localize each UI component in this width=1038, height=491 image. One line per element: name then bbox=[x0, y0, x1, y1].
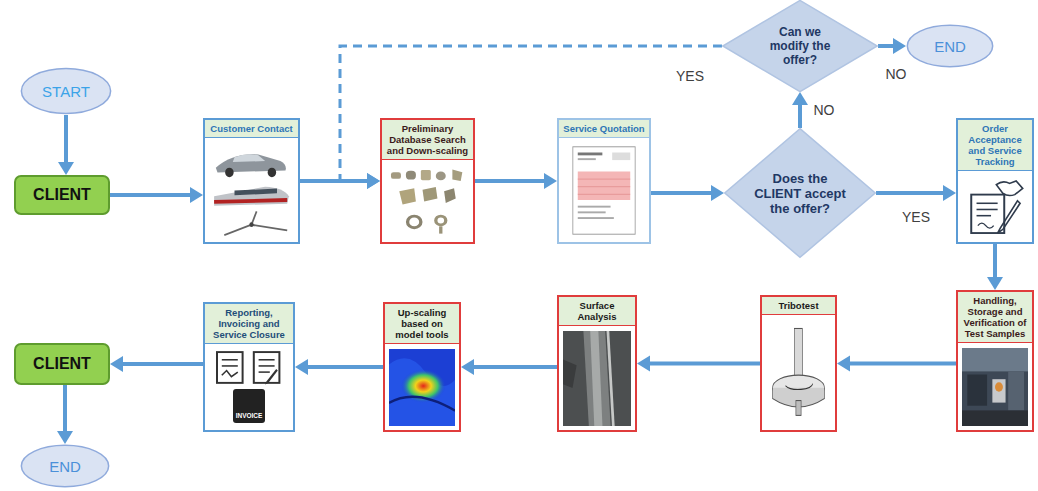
terminal-label: START bbox=[42, 83, 90, 100]
flow-arrow bbox=[58, 115, 74, 175]
terminal-label: END bbox=[49, 458, 81, 475]
invoice-icon: INVOICE bbox=[233, 389, 265, 423]
box-heading: Customer Contact bbox=[205, 120, 298, 138]
edge-label: NO bbox=[884, 66, 909, 82]
flow-arrow bbox=[57, 385, 73, 444]
flow-arrow bbox=[878, 38, 906, 54]
quotation-picture bbox=[563, 143, 645, 238]
flow-arrow bbox=[837, 356, 956, 372]
process-box: Preliminary Database Search and Down-sca… bbox=[380, 118, 475, 244]
flow-arrow bbox=[295, 359, 383, 375]
edge-label: YES bbox=[900, 209, 932, 225]
flow-arrow bbox=[637, 356, 760, 372]
process-box: Tribotest bbox=[760, 295, 837, 432]
decision-text: Does the CLIENT accept the offer? bbox=[754, 171, 846, 216]
flow-arrow bbox=[475, 173, 557, 189]
end-terminal: END bbox=[906, 24, 994, 68]
flow-arrow bbox=[110, 187, 203, 203]
edge-label: NO bbox=[812, 102, 837, 118]
flow-arrow bbox=[987, 244, 1003, 290]
box-heading: Service Quotation bbox=[559, 120, 649, 138]
box-heading: Handling, Storage and Verification of Te… bbox=[958, 292, 1032, 343]
end-terminal: END bbox=[20, 444, 110, 488]
start-terminal: START bbox=[20, 67, 112, 115]
client-box: CLIENT bbox=[14, 175, 110, 215]
simulation-picture bbox=[389, 349, 455, 426]
process-box: Surface Analysis bbox=[557, 295, 637, 432]
flow-arrow bbox=[110, 356, 203, 372]
parts-picture bbox=[386, 165, 469, 238]
decision-diamond: Does the CLIENT accept the offer? bbox=[724, 128, 876, 258]
contract-icon bbox=[962, 176, 1028, 238]
box-heading: Up-scaling based on model tools bbox=[385, 304, 459, 344]
process-box: Service Quotation bbox=[557, 118, 651, 244]
flow-arrow bbox=[461, 359, 557, 375]
process-box: Order Acceptance and Service Tracking bbox=[956, 118, 1034, 244]
box-heading: Surface Analysis bbox=[559, 297, 635, 326]
process-box: Up-scaling based on model tools bbox=[383, 302, 461, 432]
box-heading: Preliminary Database Search and Down-sca… bbox=[382, 120, 473, 160]
flow-arrow bbox=[876, 185, 956, 201]
box-heading: Reporting, Invoicing and Service Closure bbox=[205, 304, 293, 344]
flow-arrow bbox=[651, 185, 724, 201]
client-label: CLIENT bbox=[33, 355, 91, 373]
process-box: Handling, Storage and Verification of Te… bbox=[956, 290, 1034, 432]
client-label: CLIENT bbox=[33, 186, 91, 204]
laboratory-photo bbox=[962, 348, 1028, 426]
decision-diamond: Can we modify the offer? bbox=[722, 0, 878, 92]
box-heading: Order Acceptance and Service Tracking bbox=[958, 120, 1032, 171]
terminal-label: END bbox=[934, 38, 966, 55]
pin-on-disk-picture bbox=[766, 320, 831, 426]
micrograph-picture bbox=[563, 331, 631, 426]
vehicle-picture bbox=[209, 143, 294, 238]
box-heading: Tribotest bbox=[762, 297, 835, 315]
flow-arrow bbox=[792, 92, 808, 128]
edge-label: YES bbox=[674, 68, 706, 84]
decision-text: Can we modify the offer? bbox=[758, 25, 842, 67]
process-box: Customer Contact bbox=[203, 118, 300, 244]
client-box: CLIENT bbox=[14, 343, 110, 385]
